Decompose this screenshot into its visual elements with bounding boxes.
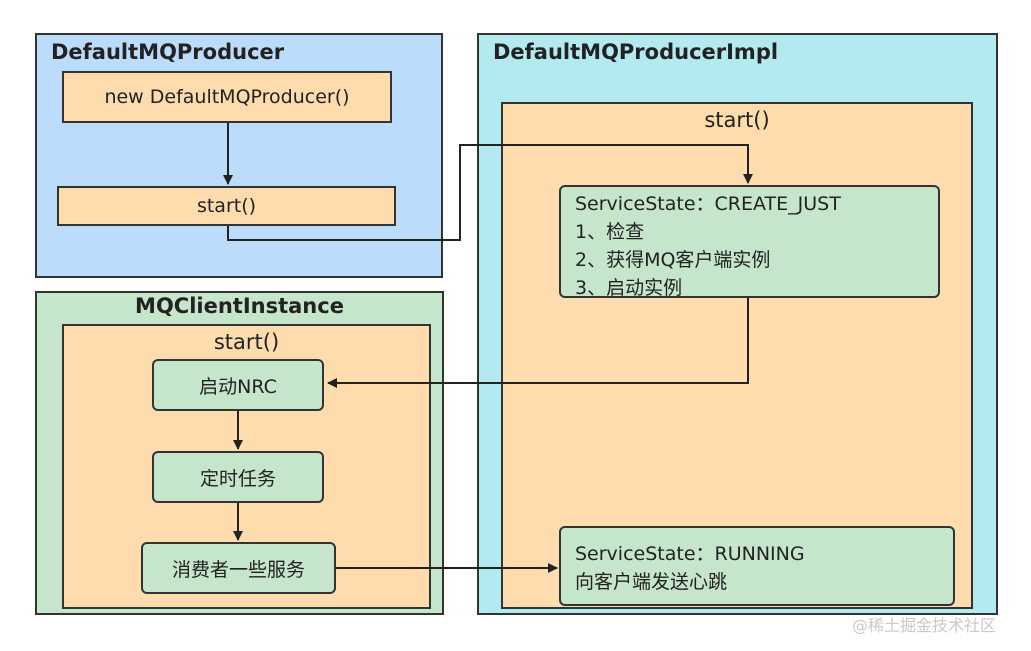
client-start-label: start() <box>213 330 280 354</box>
create-just-box: ServiceState：CREATE_JUST 1、检查 2、获得MQ客户端实… <box>559 185 940 299</box>
client-step-timer: 定时任务 <box>152 451 324 503</box>
running-note: 向客户端发送心跳 <box>575 571 728 593</box>
client-step-nrc: 启动NRC <box>152 359 324 411</box>
running-state: ServiceState：RUNNING <box>575 543 805 565</box>
create-step: 2、获得MQ客户端实例 <box>575 249 771 271</box>
new-producer-box: new DefaultMQProducer() <box>62 71 392 123</box>
impl-start-label: start() <box>704 108 770 132</box>
create-step: 1、检查 <box>575 221 645 243</box>
client-step-consumer: 消费者一些服务 <box>141 542 336 594</box>
create-step: 3、启动实例 <box>575 277 683 299</box>
create-just-state: ServiceState：CREATE_JUST <box>575 193 841 215</box>
running-box: ServiceState：RUNNING 向客户端发送心跳 <box>559 526 955 606</box>
producer-title: DefaultMQProducer <box>51 40 285 64</box>
watermark: @稀土掘金技术社区 <box>852 616 997 635</box>
impl-title: DefaultMQProducerImpl <box>493 40 779 64</box>
producer-start-box: start() <box>57 186 396 226</box>
client-title: MQClientInstance <box>135 294 344 318</box>
producer-container: DefaultMQProducer <box>35 33 443 278</box>
